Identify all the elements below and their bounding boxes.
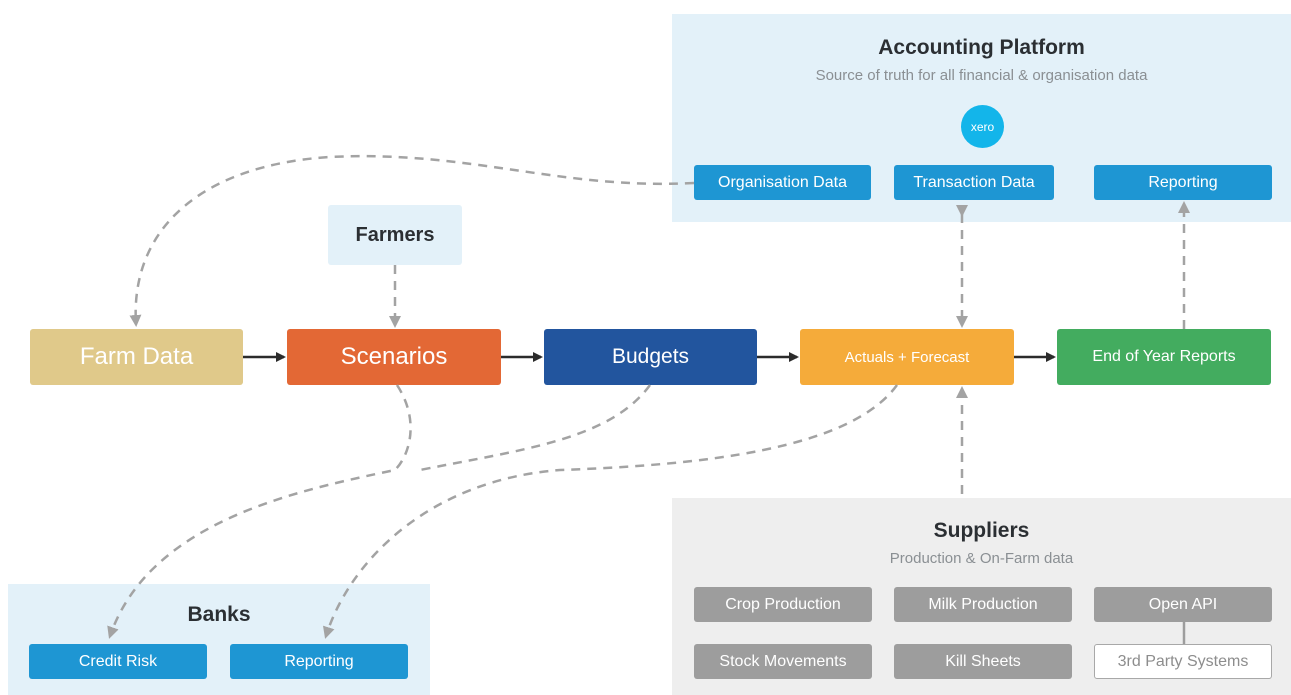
suppliers-title: Suppliers	[933, 519, 1030, 542]
link-budgets-to-credit-risk	[419, 384, 652, 472]
farmers-box[interactable]: Farmers	[328, 205, 462, 265]
stock-movements-box[interactable]: Stock Movements	[694, 644, 872, 679]
budgets-box[interactable]: Budgets	[544, 329, 757, 385]
transaction-data-box[interactable]: Transaction Data	[894, 165, 1054, 200]
end-of-year-reports-box[interactable]: End of Year Reports	[1057, 329, 1271, 385]
credit-risk-box[interactable]: Credit Risk	[29, 644, 207, 679]
farm-data-box[interactable]: Farm Data	[30, 329, 243, 385]
kill-sheets-box[interactable]: Kill Sheets	[894, 644, 1072, 679]
organisation-data-box[interactable]: Organisation Data	[694, 165, 871, 200]
crop-production-box[interactable]: Crop Production	[694, 587, 872, 622]
actuals-forecast-box[interactable]: Actuals + Forecast	[800, 329, 1014, 385]
accounting-platform-title: Accounting Platform	[878, 36, 1085, 59]
xero-logo-text: xero	[970, 119, 995, 134]
xero-logo: xero	[961, 105, 1004, 148]
milk-production-box[interactable]: Milk Production	[894, 587, 1072, 622]
open-api-box[interactable]: Open API	[1094, 587, 1272, 622]
banks-title: Banks	[187, 603, 251, 626]
banks-reporting-box[interactable]: Reporting	[230, 644, 408, 679]
suppliers-subtitle: Production & On-Farm data	[889, 550, 1074, 567]
third-party-systems-box[interactable]: 3rd Party Systems	[1094, 644, 1272, 679]
scenarios-box[interactable]: Scenarios	[287, 329, 501, 385]
accounting-reporting-box[interactable]: Reporting	[1094, 165, 1272, 200]
accounting-platform-subtitle: Source of truth for all financial & orga…	[815, 67, 1148, 84]
